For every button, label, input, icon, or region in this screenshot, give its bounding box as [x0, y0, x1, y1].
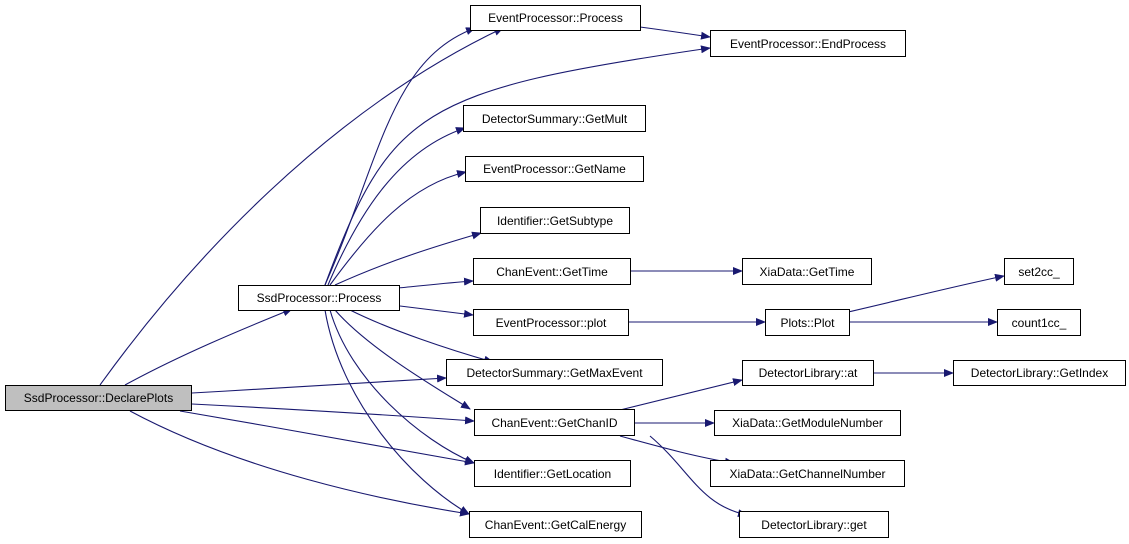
node-chanevent-getcalenergy[interactable]: ChanEvent::GetCalEnergy: [469, 511, 642, 538]
node-detectorlibrary-at[interactable]: DetectorLibrary::at: [742, 360, 874, 386]
node-ssdprocessor-declareplots[interactable]: SsdProcessor::DeclarePlots: [5, 385, 192, 411]
edge-process-ce-getcalenergy: [324, 309, 470, 515]
node-count1cc[interactable]: count1cc_: [997, 309, 1081, 336]
node-detectorlibrary-getindex[interactable]: DetectorLibrary::GetIndex: [953, 360, 1126, 386]
edge-process-ds-getmaxevent: [349, 309, 494, 364]
edge-declare-id-getlocation: [179, 410, 475, 466]
edge-declare-ce-getcalenergy: [129, 410, 470, 517]
node-eventprocessor-process[interactable]: EventProcessor::Process: [470, 5, 641, 31]
node-identifier-getlocation[interactable]: Identifier::GetLocation: [474, 460, 631, 487]
node-detectorsummary-getmaxevent[interactable]: DetectorSummary::GetMaxEvent: [446, 359, 663, 386]
edge-process-ds-getmult: [327, 127, 466, 286]
node-set2cc[interactable]: set2cc_: [1004, 258, 1074, 285]
edge-ce-getchanid-dl-get: [649, 435, 748, 518]
node-identifier-getsubtype[interactable]: Identifier::GetSubtype: [480, 207, 630, 234]
node-eventprocessor-endprocess[interactable]: EventProcessor::EndProcess: [710, 30, 906, 57]
node-chanevent-gettime[interactable]: ChanEvent::GetTime: [473, 258, 631, 285]
edge-process-ep-plot: [399, 305, 474, 318]
edge-declare-process: [124, 308, 293, 386]
edge-ce-getchanid-xd-getchannel: [619, 435, 735, 466]
edge-ep-process-ep-endprocess: [639, 26, 711, 40]
node-xiadata-gettime[interactable]: XiaData::GetTime: [742, 258, 872, 285]
node-eventprocessor-getname[interactable]: EventProcessor::GetName: [465, 156, 644, 182]
node-chanevent-getchanid[interactable]: ChanEvent::GetChanID: [474, 409, 635, 436]
edge-process-ep-process: [324, 27, 476, 286]
node-ssdprocessor-process[interactable]: SsdProcessor::Process: [238, 285, 400, 311]
edge-process-ce-getchanid: [334, 309, 471, 410]
node-xiadata-getchannelnumber[interactable]: XiaData::GetChannelNumber: [710, 460, 905, 487]
edge-ce-getchanid-dl-at: [619, 378, 743, 411]
edge-process-id-getsubtype: [334, 231, 482, 286]
node-detectorlibrary-get[interactable]: DetectorLibrary::get: [739, 511, 889, 538]
edge-declare-ce-getchanid: [191, 403, 475, 425]
edge-declare-ds-getmaxevent: [191, 374, 447, 394]
node-eventprocessor-plot[interactable]: EventProcessor::plot: [473, 309, 629, 336]
node-detectorsummary-getmult[interactable]: DetectorSummary::GetMult: [463, 105, 646, 132]
edge-declare-ep-process: [99, 27, 504, 386]
edge-process-ep-getname: [329, 170, 467, 286]
edge-process-id-getlocation: [329, 309, 475, 464]
edge-process-ce-gettime: [397, 277, 474, 289]
edge-process-ep-endprocess: [324, 45, 711, 286]
edge-plots-plot-set2cc: [847, 273, 1005, 313]
node-plots-plot[interactable]: Plots::Plot: [765, 309, 850, 336]
node-xiadata-getmodulenumber[interactable]: XiaData::GetModuleNumber: [714, 410, 901, 436]
